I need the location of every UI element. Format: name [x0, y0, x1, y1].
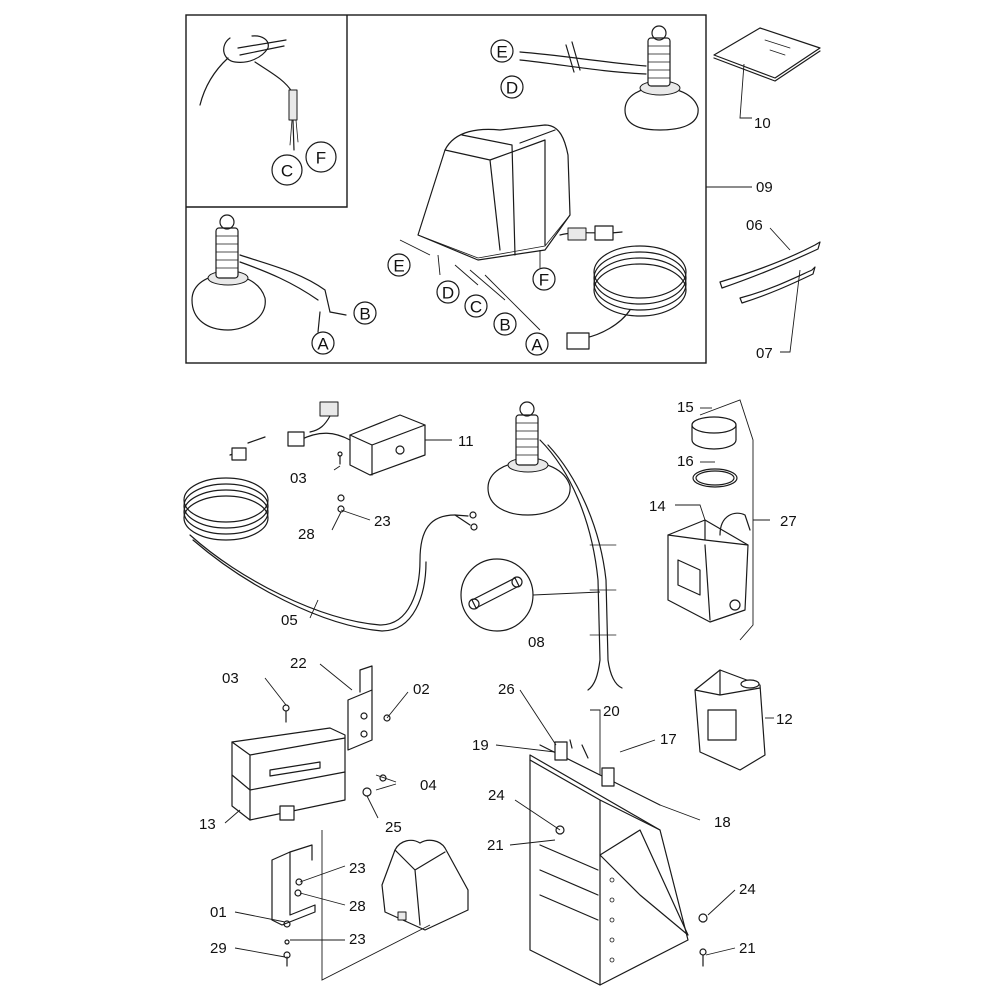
part-label-06: 06 — [746, 217, 763, 234]
connector-label-e: E — [490, 39, 514, 63]
part-label-19: 19 — [472, 737, 489, 754]
part-label-12: 12 — [776, 711, 793, 728]
cable-tie-icon — [719, 241, 821, 304]
connector-label-d: D — [500, 75, 524, 99]
connector-label-b: B — [493, 312, 517, 336]
part-label-03: 03 — [222, 670, 239, 687]
connector-label-d: D — [436, 280, 460, 304]
svg-text:E: E — [496, 43, 507, 62]
svg-text:C: C — [470, 298, 482, 317]
part-label-05: 05 — [281, 612, 298, 629]
control-box-icon — [287, 401, 426, 476]
part-label-16: 16 — [677, 453, 694, 470]
frame-stand-icon — [529, 739, 708, 986]
part-label-20: 20 — [603, 703, 620, 720]
part-label-03: 03 — [290, 470, 307, 487]
connector-label-c: C — [464, 294, 488, 318]
cover-hood-icon — [417, 124, 571, 261]
svg-text:A: A — [317, 335, 329, 354]
part-label-08: 08 — [528, 634, 545, 651]
jerrycan-icon — [694, 669, 766, 771]
part-label-04: 04 — [420, 777, 437, 794]
connector-label-a: A — [525, 332, 549, 356]
lamp-icon — [487, 401, 623, 691]
leader-lines — [224, 63, 801, 981]
svg-text:B: B — [499, 316, 510, 335]
connector-label-f: F — [532, 267, 556, 291]
svg-text:C: C — [281, 162, 293, 181]
kit-09-frame — [185, 14, 707, 364]
part-label-24: 24 — [739, 881, 756, 898]
lamp-icon — [199, 35, 299, 151]
part-label-07: 07 — [756, 345, 773, 362]
svg-text:D: D — [442, 284, 454, 303]
connector-label-b: B — [353, 301, 377, 325]
svg-text:F: F — [539, 271, 549, 290]
svg-text:D: D — [506, 79, 518, 98]
part-label-25: 25 — [385, 819, 402, 836]
connector-labels: C F E D B A E D C B A F — [271, 39, 556, 356]
part-label-18: 18 — [714, 814, 731, 831]
part-label-26: 26 — [498, 681, 515, 698]
part-label-23: 23 — [349, 860, 366, 877]
svg-text:F: F — [316, 149, 326, 168]
part-label-21: 21 — [739, 940, 756, 957]
part-label-21: 21 — [487, 837, 504, 854]
part-label-02: 02 — [413, 681, 430, 698]
part-label-09: 09 — [756, 179, 773, 196]
cable-coil-icon — [183, 436, 478, 632]
part-label-27: 27 — [780, 513, 797, 530]
part-label-17: 17 — [660, 731, 677, 748]
connector-label-e: E — [387, 253, 411, 277]
heater-box-icon — [231, 727, 346, 821]
part-label-10: 10 — [754, 115, 771, 132]
part-label-22: 22 — [290, 655, 307, 672]
connector-label-f: F — [305, 141, 337, 173]
lamp-icon — [191, 214, 347, 333]
cover-hood-icon — [381, 839, 469, 931]
part-label-23: 23 — [349, 931, 366, 948]
svg-text:A: A — [531, 336, 543, 355]
svg-text:E: E — [393, 257, 404, 276]
part-label-28: 28 — [349, 898, 366, 915]
part-label-29: 29 — [210, 940, 227, 957]
part-label-11: 11 — [458, 433, 474, 450]
cap-icon — [691, 416, 737, 450]
bracket-icon — [271, 844, 316, 926]
cable-coil-icon — [559, 225, 687, 350]
part-label-13: 13 — [199, 816, 216, 833]
manual-booklet-icon — [713, 27, 821, 82]
part-label-15: 15 — [677, 399, 694, 416]
svg-text:B: B — [359, 305, 370, 324]
connector-detail-icon — [460, 558, 601, 632]
seal-ring-icon — [692, 468, 738, 488]
part-label-28: 28 — [298, 526, 315, 543]
part-labels: 10 09 06 07 11 03 23 28 05 08 15 16 14 2… — [199, 115, 797, 957]
connector-label-a: A — [311, 331, 335, 355]
part-label-14: 14 — [649, 498, 666, 515]
bracket-icon — [347, 665, 373, 751]
lamp-icon — [519, 25, 699, 131]
part-label-23: 23 — [374, 513, 391, 530]
connector-label-c: C — [271, 154, 303, 186]
part-label-24: 24 — [488, 787, 505, 804]
part-label-01: 01 — [210, 904, 227, 921]
jerrycan-icon — [667, 512, 751, 623]
